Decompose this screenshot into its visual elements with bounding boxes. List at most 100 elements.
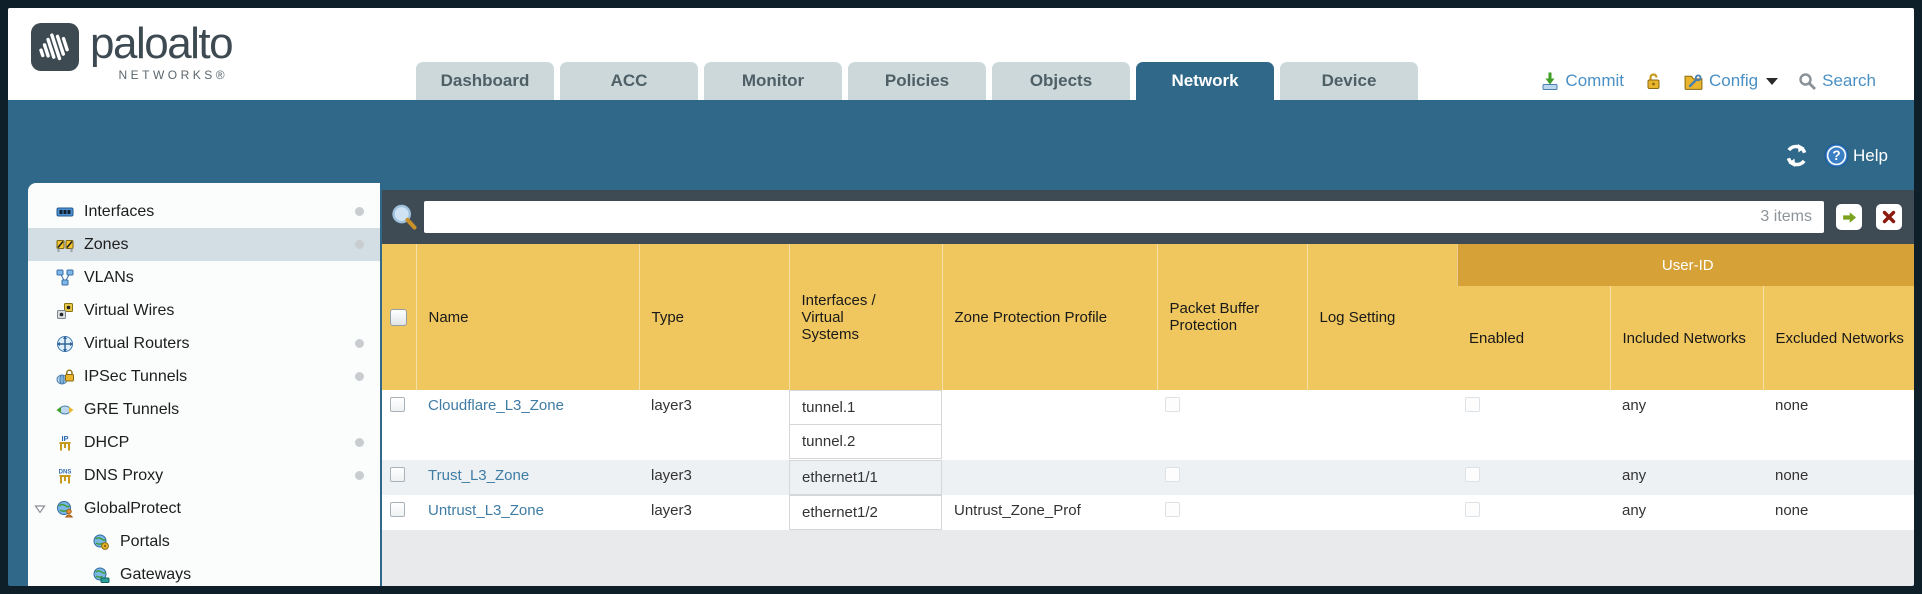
svg-text:IP: IP: [61, 434, 68, 443]
col-header-included-networks[interactable]: Included Networks: [1609, 286, 1763, 390]
col-header-interfaces[interactable]: Interfaces / Virtual Systems: [788, 244, 942, 390]
filter-input[interactable]: [424, 208, 1761, 226]
log-setting-cell: [1307, 495, 1457, 530]
col-header-enabled[interactable]: Enabled: [1457, 286, 1610, 390]
zone-name-link[interactable]: Cloudflare_L3_Zone: [428, 397, 564, 414]
config-label: Config: [1708, 71, 1759, 90]
commit-button[interactable]: Commit: [1540, 71, 1624, 91]
interface-cell: ethernet1/1: [789, 460, 942, 495]
dhcp-icon: IP: [59, 434, 71, 450]
vlans-icon: [56, 269, 74, 285]
config-button[interactable]: Config: [1683, 71, 1779, 92]
zone-type-cell: layer3: [639, 390, 789, 460]
sidebar-item-label: IPSec Tunnels: [84, 367, 188, 385]
gre-tunnels-icon: [56, 405, 74, 414]
user-id-enabled-checkbox[interactable]: [1465, 397, 1480, 412]
status-dot: [355, 207, 364, 216]
lock-icon[interactable]: [1644, 72, 1663, 91]
col-header-excluded-networks[interactable]: Excluded Networks: [1762, 286, 1914, 390]
sidebar-item-vlans[interactable]: VLANs: [28, 261, 380, 294]
included-networks-cell: any: [1610, 495, 1763, 530]
top-header: paloalto NETWORKS® Dashboard ACC Monitor…: [8, 8, 1914, 100]
search-button[interactable]: Search: [1798, 71, 1876, 91]
apply-filter-button[interactable]: [1836, 204, 1862, 230]
sidebar-item-virtual-wires[interactable]: Virtual Wires: [28, 294, 380, 327]
tab-device[interactable]: Device: [1280, 62, 1418, 100]
excluded-networks-cell: none: [1763, 460, 1914, 495]
virtual-routers-icon: [57, 335, 73, 352]
expander-triangle-icon[interactable]: [34, 503, 46, 515]
zone-name-link[interactable]: Untrust_L3_Zone: [428, 502, 544, 519]
virtual-wires-icon: [57, 302, 73, 319]
header-select-all-cell: [382, 244, 416, 390]
brand-name: paloalto: [90, 19, 234, 68]
tab-network[interactable]: Network: [1136, 62, 1274, 100]
select-all-checkbox[interactable]: [390, 308, 407, 326]
green-arrow-icon: [1842, 211, 1856, 223]
filter-search-icon: [392, 204, 417, 230]
commit-icon: [1542, 72, 1558, 90]
table-row: Untrust_L3_Zone layer3 ethernet1/2 Untru…: [382, 495, 1914, 530]
packet-buffer-checkbox[interactable]: [1165, 502, 1180, 517]
row-checkbox[interactable]: [390, 502, 405, 517]
sidebar-item-gateways[interactable]: Gateways: [28, 558, 380, 586]
status-dot: [355, 372, 364, 381]
search-label: Search: [1822, 71, 1876, 90]
col-header-packet-buffer-protection[interactable]: Packet Buffer Protection: [1156, 244, 1307, 390]
sidebar-item-virtual-routers[interactable]: Virtual Routers: [28, 327, 380, 360]
interface-cell: tunnel.1: [789, 390, 942, 425]
clear-filter-button[interactable]: [1876, 204, 1902, 230]
sidebar-item-label: DHCP: [84, 433, 130, 451]
item-count: 3 items: [1760, 208, 1812, 225]
zone-protection-profile-cell: Untrust_Zone_Prof: [942, 495, 1157, 530]
zones-table: Name Type Interfaces / Virtual Systems Z…: [382, 244, 1914, 530]
zone-protection-profile-cell: [942, 460, 1157, 495]
sidebar-item-portals[interactable]: Portals: [28, 525, 380, 558]
tab-dashboard[interactable]: Dashboard: [416, 62, 554, 100]
tab-policies[interactable]: Policies: [848, 62, 986, 100]
tab-acc[interactable]: ACC: [560, 62, 698, 100]
col-header-type[interactable]: Type: [638, 244, 789, 390]
user-id-enabled-checkbox[interactable]: [1465, 502, 1480, 517]
col-header-zone-protection-profile[interactable]: Zone Protection Profile: [941, 244, 1157, 390]
brand-subtitle: NETWORKS®: [118, 68, 229, 82]
sidebar-item-zones[interactable]: Zones: [28, 228, 380, 261]
status-dot: [355, 471, 364, 480]
interface-cell: tunnel.2: [789, 424, 942, 459]
globalprotect-icon: [57, 500, 74, 517]
tab-objects[interactable]: Objects: [992, 62, 1130, 100]
col-header-log-setting[interactable]: Log Setting: [1306, 244, 1457, 390]
portals-icon: [93, 534, 109, 550]
interfaces-icon: [56, 207, 74, 216]
col-header-name[interactable]: Name: [415, 244, 639, 390]
sidebar-item-globalprotect[interactable]: GlobalProtect: [28, 492, 380, 525]
row-checkbox[interactable]: [390, 397, 405, 412]
sidebar-item-interfaces[interactable]: Interfaces: [28, 195, 380, 228]
status-dot: [355, 438, 364, 447]
help-button[interactable]: ? Help: [1824, 143, 1888, 168]
row-checkbox[interactable]: [390, 467, 405, 482]
sidebar-item-gre-tunnels[interactable]: GRE Tunnels: [28, 393, 380, 426]
packet-buffer-checkbox[interactable]: [1165, 397, 1180, 412]
zone-type-cell: layer3: [639, 460, 789, 495]
user-id-enabled-checkbox[interactable]: [1465, 467, 1480, 482]
top-actions: Commit Config: [1540, 64, 1876, 98]
sidebar-item-label: Interfaces: [84, 202, 155, 220]
sidebar-item-dns-proxy[interactable]: DNS DNS Proxy: [28, 459, 380, 492]
status-dot: [355, 240, 364, 249]
help-label: Help: [1853, 145, 1888, 165]
zone-protection-profile-cell: [942, 390, 1157, 460]
zone-type-cell: layer3: [639, 495, 789, 530]
sidebar-item-ipsec-tunnels[interactable]: IPSec Tunnels: [28, 360, 380, 393]
dns-proxy-icon: DNS: [59, 469, 71, 483]
packet-buffer-checkbox[interactable]: [1165, 467, 1180, 482]
sidebar-item-dhcp[interactable]: IP DHCP: [28, 426, 380, 459]
refresh-icon[interactable]: [1783, 142, 1810, 169]
content-area: 3 items: [382, 190, 1914, 586]
main-nav-tabs: Dashboard ACC Monitor Policies Objects N…: [416, 62, 1418, 100]
zone-name-link[interactable]: Trust_L3_Zone: [428, 467, 530, 484]
network-sidebar: Interfaces Zones VLANs: [28, 183, 380, 586]
log-setting-cell: [1307, 460, 1457, 495]
tab-monitor[interactable]: Monitor: [704, 62, 842, 100]
brand-logo: paloalto NETWORKS®: [30, 19, 234, 82]
